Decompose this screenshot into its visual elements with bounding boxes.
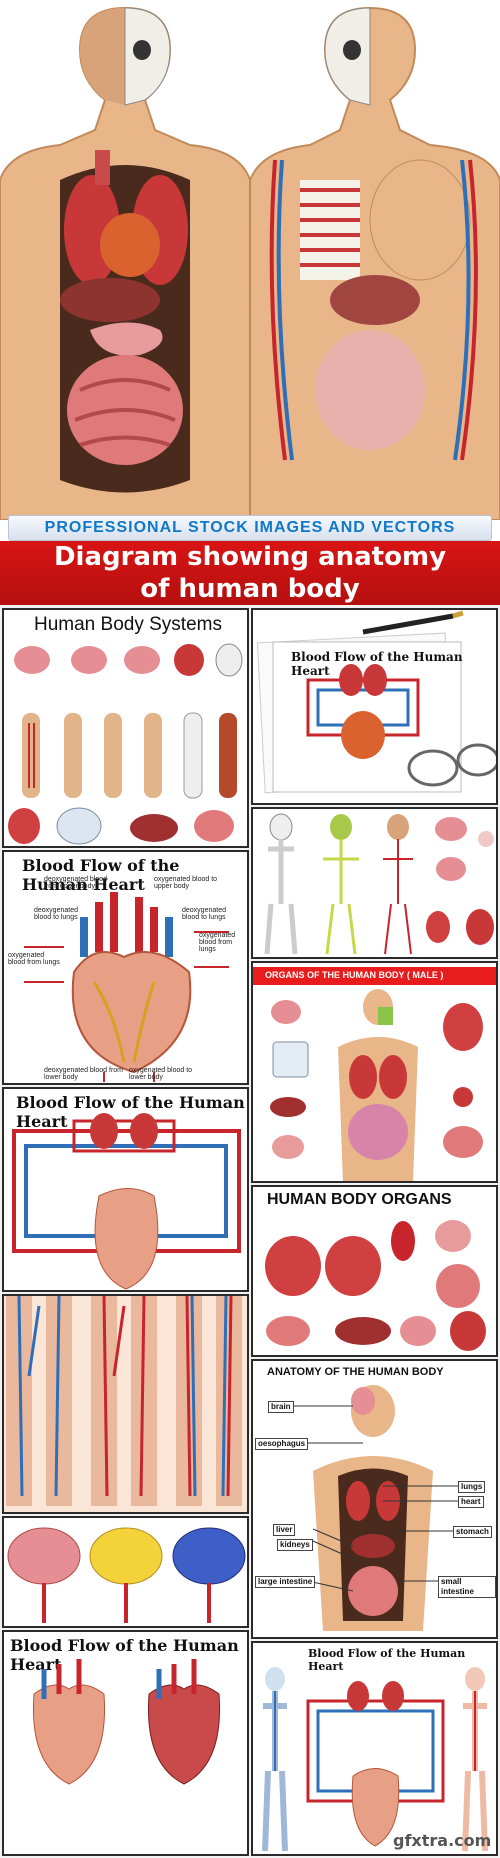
panel-anatomy-human-body: ANATOMY OF THE HUMAN BODY brain oesophag… bbox=[251, 1359, 498, 1639]
organs-illustration bbox=[265, 1220, 486, 1351]
panel-brains bbox=[2, 1516, 249, 1628]
panel-leg-vessels bbox=[2, 1294, 249, 1514]
label-large-intestine: large intestine bbox=[255, 1576, 316, 1588]
panel-human-body-organs: HUMAN BODY ORGANS bbox=[251, 1185, 498, 1357]
collage-grid: Human Body Systems bbox=[0, 605, 500, 1858]
heart-illustration bbox=[24, 892, 229, 1082]
organs-title-bar bbox=[253, 967, 496, 985]
brains-illustration bbox=[7, 1527, 246, 1623]
systems-row-illustration bbox=[264, 813, 494, 955]
label-deoxy-to-lungs-left: deoxygenated blood to lungs bbox=[34, 907, 78, 921]
label-kidneys: kidneys bbox=[277, 1539, 313, 1551]
panel-blood-flow-two-hearts: Blood Flow of the Human Heart bbox=[2, 1630, 249, 1856]
panel-human-body-systems: Human Body Systems bbox=[2, 608, 249, 848]
panel-title: Blood Flow of the Human Heart bbox=[10, 1636, 239, 1674]
panel-title: Blood Flow of the Human Heart bbox=[308, 1647, 466, 1673]
paper-illustration bbox=[256, 610, 496, 794]
panel-title: Blood Flow of the Human Heart bbox=[291, 650, 463, 678]
panel-organs-male: ORGANS OF THE HUMAN BODY ( MALE ) bbox=[251, 961, 498, 1183]
main-title-banner: Diagram showing anatomy of human body bbox=[0, 541, 500, 605]
label-oxy-from-lungs-right: oxygenated blood from lungs bbox=[199, 932, 236, 953]
label-small-intestine: small intestine bbox=[438, 1576, 496, 1598]
main-title-line-1: Diagram showing anatomy bbox=[53, 542, 447, 572]
label-heart: heart bbox=[458, 1496, 484, 1508]
panel-title: ORGANS OF THE HUMAN BODY ( MALE ) bbox=[265, 970, 444, 980]
label-oxy-to-lower: oxygenated blood to lower body bbox=[129, 1067, 193, 1081]
left-body-figure bbox=[0, 6, 251, 521]
watermark: gfxtra.com bbox=[393, 1831, 492, 1850]
label-stomach: stomach bbox=[453, 1526, 492, 1538]
label-deoxy-from-upper: deoxygenated blood from upper body bbox=[44, 876, 108, 890]
hero-anatomy-figures bbox=[0, 6, 500, 521]
panel-title: Human Body Systems bbox=[34, 614, 222, 635]
panel-blood-flow-figures: Blood Flow of the Human Heart gfxtra.com bbox=[251, 1641, 498, 1856]
hero-illustration bbox=[0, 0, 500, 521]
panel-title: Blood Flow of the Human Heart bbox=[22, 856, 180, 894]
panel-blood-flow-paper: Blood Flow of the Human Heart bbox=[251, 608, 498, 805]
blood-flow-diagram bbox=[12, 1113, 241, 1290]
blood-flow-figures-illustration bbox=[262, 1667, 488, 1852]
right-body-figure bbox=[249, 6, 500, 521]
label-liver: liver bbox=[273, 1524, 296, 1536]
panel-body-systems-row bbox=[251, 807, 498, 959]
label-lungs: lungs bbox=[458, 1481, 486, 1493]
two-hearts-illustration bbox=[32, 1659, 221, 1785]
organs-male-illustration bbox=[270, 989, 483, 1181]
panel-title: HUMAN BODY ORGANS bbox=[267, 1191, 452, 1208]
label-oxy-from-lungs-left: oxygenated blood from lungs bbox=[8, 952, 60, 966]
panel-blood-flow-diagram: Blood Flow of the Human Heart bbox=[2, 1087, 249, 1292]
main-title-line-2: of human body bbox=[140, 574, 360, 604]
body-systems-illustration bbox=[8, 643, 243, 845]
anatomy-illustration bbox=[268, 1385, 463, 1631]
label-oxy-to-upper: oxygenated blood to upper body bbox=[154, 876, 218, 890]
panel-title: Blood Flow of the Human Heart bbox=[16, 1093, 245, 1131]
label-brain: brain bbox=[268, 1401, 294, 1413]
label-oesophagus: oesophagus bbox=[255, 1438, 309, 1450]
label-deoxy-from-lower: deoxygenated blood from lower body bbox=[44, 1067, 123, 1081]
panel-blood-flow-heart: Blood Flow of the Human Heart deoxygenat… bbox=[2, 850, 249, 1085]
leg-vessels-illustration bbox=[6, 1296, 242, 1506]
panel-title: ANATOMY OF THE HUMAN BODY bbox=[267, 1366, 444, 1378]
stock-images-banner: PROFESSIONAL STOCK IMAGES AND VECTORS bbox=[8, 515, 492, 541]
label-deoxy-to-lungs-right: deoxygenated blood to lungs bbox=[182, 907, 226, 921]
